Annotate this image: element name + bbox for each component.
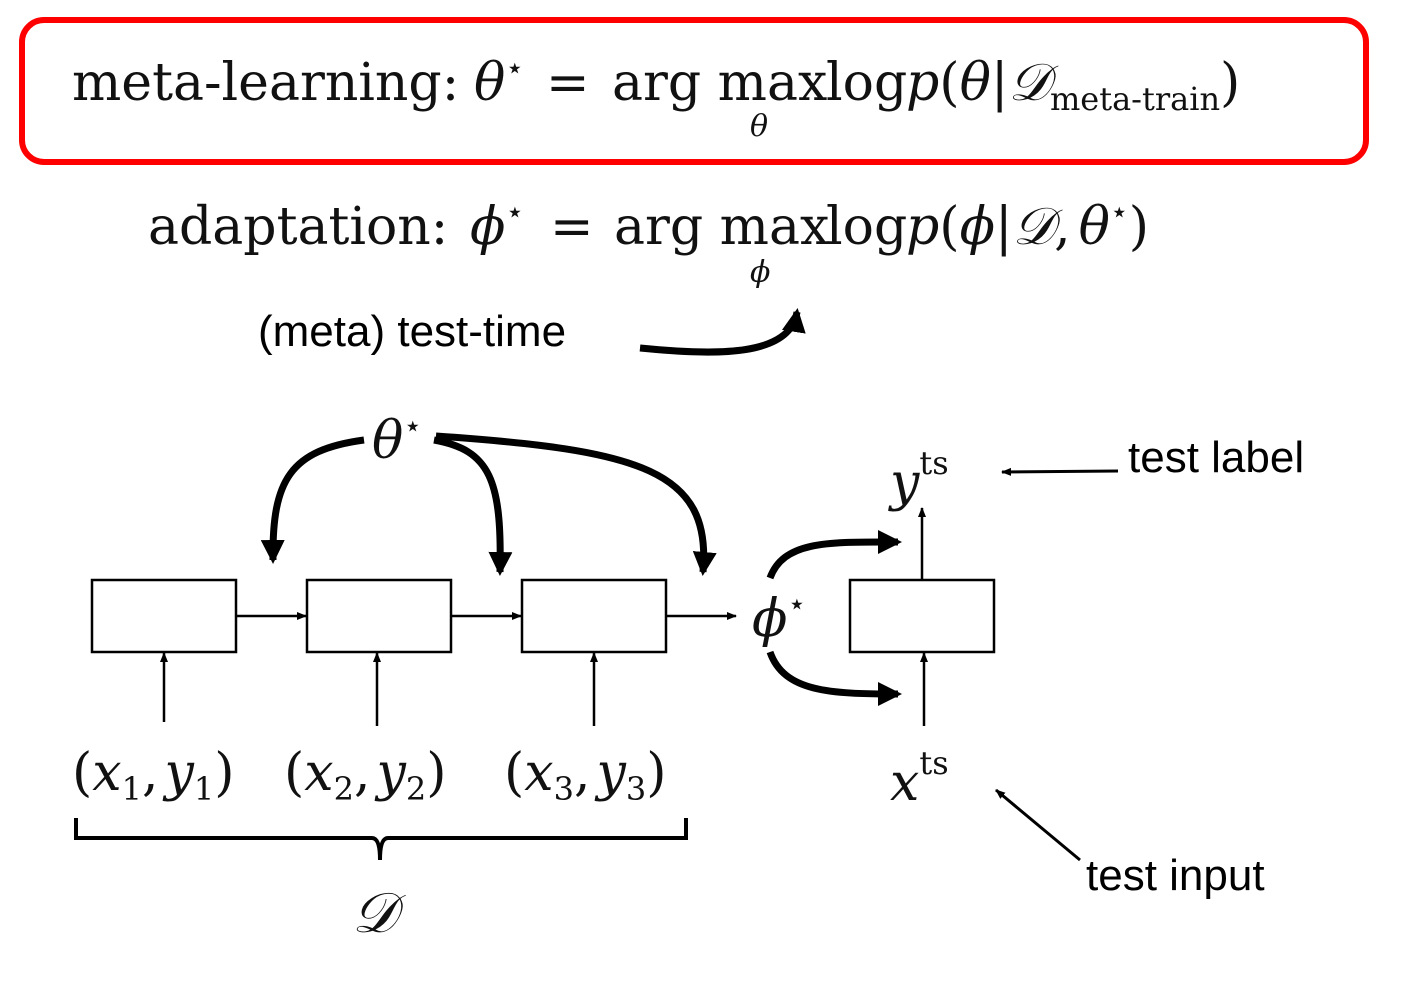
test-input-pointer [995, 788, 1081, 862]
phi-star-lhs: ϕ⋆ [470, 195, 524, 257]
theta-arrow-to-box3 [435, 432, 717, 576]
theta-star-lhs: θ⋆ [474, 51, 524, 113]
probability-expression: p(ϕ|𝒟,θ⋆) [906, 195, 1149, 257]
theta-arrow-to-box2 [433, 436, 513, 576]
theta-arrow-to-box1 [260, 436, 365, 564]
argmax-subscript: ϕ [750, 255, 770, 290]
adaptation-label: adaptation: [148, 197, 448, 257]
equals-sign: = [546, 53, 590, 113]
learner-box-1 [90, 578, 238, 654]
learner-box-3 [520, 578, 668, 654]
test-time-arrow [639, 308, 806, 356]
dataset-label: 𝒟 [352, 881, 406, 946]
argmax-operator: arg max [614, 197, 829, 257]
training-pair-1: (x1,y1) [72, 743, 235, 808]
argmax-operator: arg max [612, 53, 827, 113]
phi-arrow-to-input [766, 650, 902, 706]
y-test-node: yts [888, 444, 949, 513]
test-label-annotation: test label [1128, 433, 1304, 482]
phi-arrow-to-output [766, 529, 902, 580]
highlight-box [19, 17, 1369, 165]
dataset-brace [74, 818, 688, 861]
adaptation-equation: adaptation: ϕ⋆ = arg max ϕ log p(ϕ|𝒟,θ⋆) [148, 195, 1149, 290]
training-pair-2: (x2,y2) [284, 743, 447, 808]
predictor-box [848, 578, 996, 654]
test-label-pointer [1001, 467, 1119, 476]
x-test-node: xts [890, 744, 949, 813]
test-input-annotation: test input [1086, 851, 1265, 900]
test-time-annotation: (meta) test-time [258, 307, 566, 356]
equals-sign: = [550, 197, 594, 257]
log-operator: log [826, 197, 907, 257]
phi-star-node: ϕ⋆ [752, 587, 806, 649]
probability-expression: p(θ|𝒟meta-train) [906, 53, 1240, 118]
training-pair-3: (x3,y3) [504, 743, 667, 808]
meta-learning-equation: meta-learning: θ⋆ = arg max θ log p(θ|𝒟m… [72, 51, 1240, 144]
meta-learning-label: meta-learning: [72, 53, 459, 113]
theta-star-node: θ⋆ [372, 409, 422, 471]
log-operator: log [826, 53, 907, 113]
learner-box-2 [305, 578, 453, 654]
argmax-subscript: θ [750, 109, 768, 144]
